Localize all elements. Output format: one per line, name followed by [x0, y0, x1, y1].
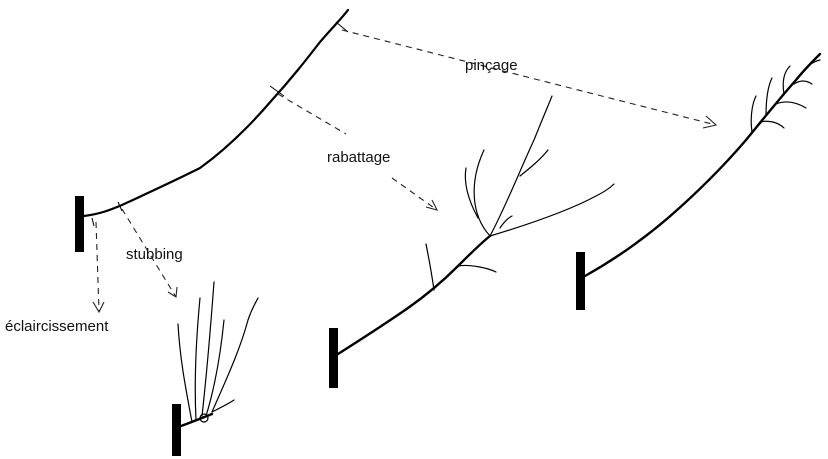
cut-mark-stubbing — [117, 201, 123, 212]
stub-knot — [199, 413, 209, 423]
support-post-stubbing — [172, 404, 181, 456]
arrow-stubbing-head — [167, 286, 178, 298]
rab-twig-2 — [457, 264, 497, 273]
pinch-twig-4 — [775, 101, 807, 109]
cut-mark-heading-back — [269, 85, 285, 97]
arrow-rabattage-upper — [277, 93, 347, 135]
arrow-rabattage-head — [425, 199, 439, 211]
pinch-twig-1 — [750, 95, 757, 133]
headed-shoot — [336, 234, 492, 356]
stub-base — [179, 412, 214, 428]
result-pincage — [576, 52, 822, 310]
stub-shoot-4 — [205, 319, 225, 417]
arrows — [92, 29, 718, 314]
label-eclaircissement: éclaircissement — [5, 318, 109, 335]
pinch-twig-5 — [782, 65, 791, 95]
result-stubbing — [172, 281, 259, 456]
arrow-eclaircissement — [95, 221, 100, 312]
pinch-twig-6 — [793, 80, 813, 85]
stub-shoot-5 — [211, 297, 259, 413]
rab-twig-6 — [519, 149, 549, 177]
pinch-twig-2 — [759, 120, 785, 129]
pinch-twig-3 — [765, 77, 773, 117]
label-pincage: pinçage — [465, 57, 518, 74]
cut-mark-pinching — [335, 21, 349, 33]
rab-twig-7 — [489, 183, 615, 237]
arrow-pincage — [341, 29, 717, 126]
rab-twig-4 — [464, 167, 479, 219]
arrow-eclaircissement-head — [92, 301, 105, 314]
pinched-shoot — [583, 52, 822, 278]
arrow-pincage-head — [702, 115, 718, 129]
cut-mark-thinning — [91, 217, 95, 227]
rab-twig-1 — [425, 243, 435, 291]
support-post-rabattage — [329, 328, 338, 388]
long-shoot — [82, 8, 350, 218]
label-rabattage: rabattage — [327, 149, 390, 166]
support-post-original — [75, 196, 84, 252]
support-post-pincage — [576, 252, 585, 310]
stub-shoot-6 — [211, 399, 235, 413]
rab-twig-5 — [489, 95, 553, 237]
label-stubbing: stubbing — [126, 246, 183, 263]
arrow-rabattage-lower — [391, 177, 438, 211]
stub-shoot-2 — [194, 297, 201, 421]
stub-shoot-3 — [201, 281, 215, 417]
pinch-twig-7 — [801, 59, 821, 75]
result-rabattage — [329, 95, 615, 388]
rab-twig-8 — [499, 215, 513, 229]
rab-twig-3 — [473, 149, 491, 237]
stub-shoot-1 — [177, 323, 193, 423]
original-branch — [75, 8, 350, 252]
